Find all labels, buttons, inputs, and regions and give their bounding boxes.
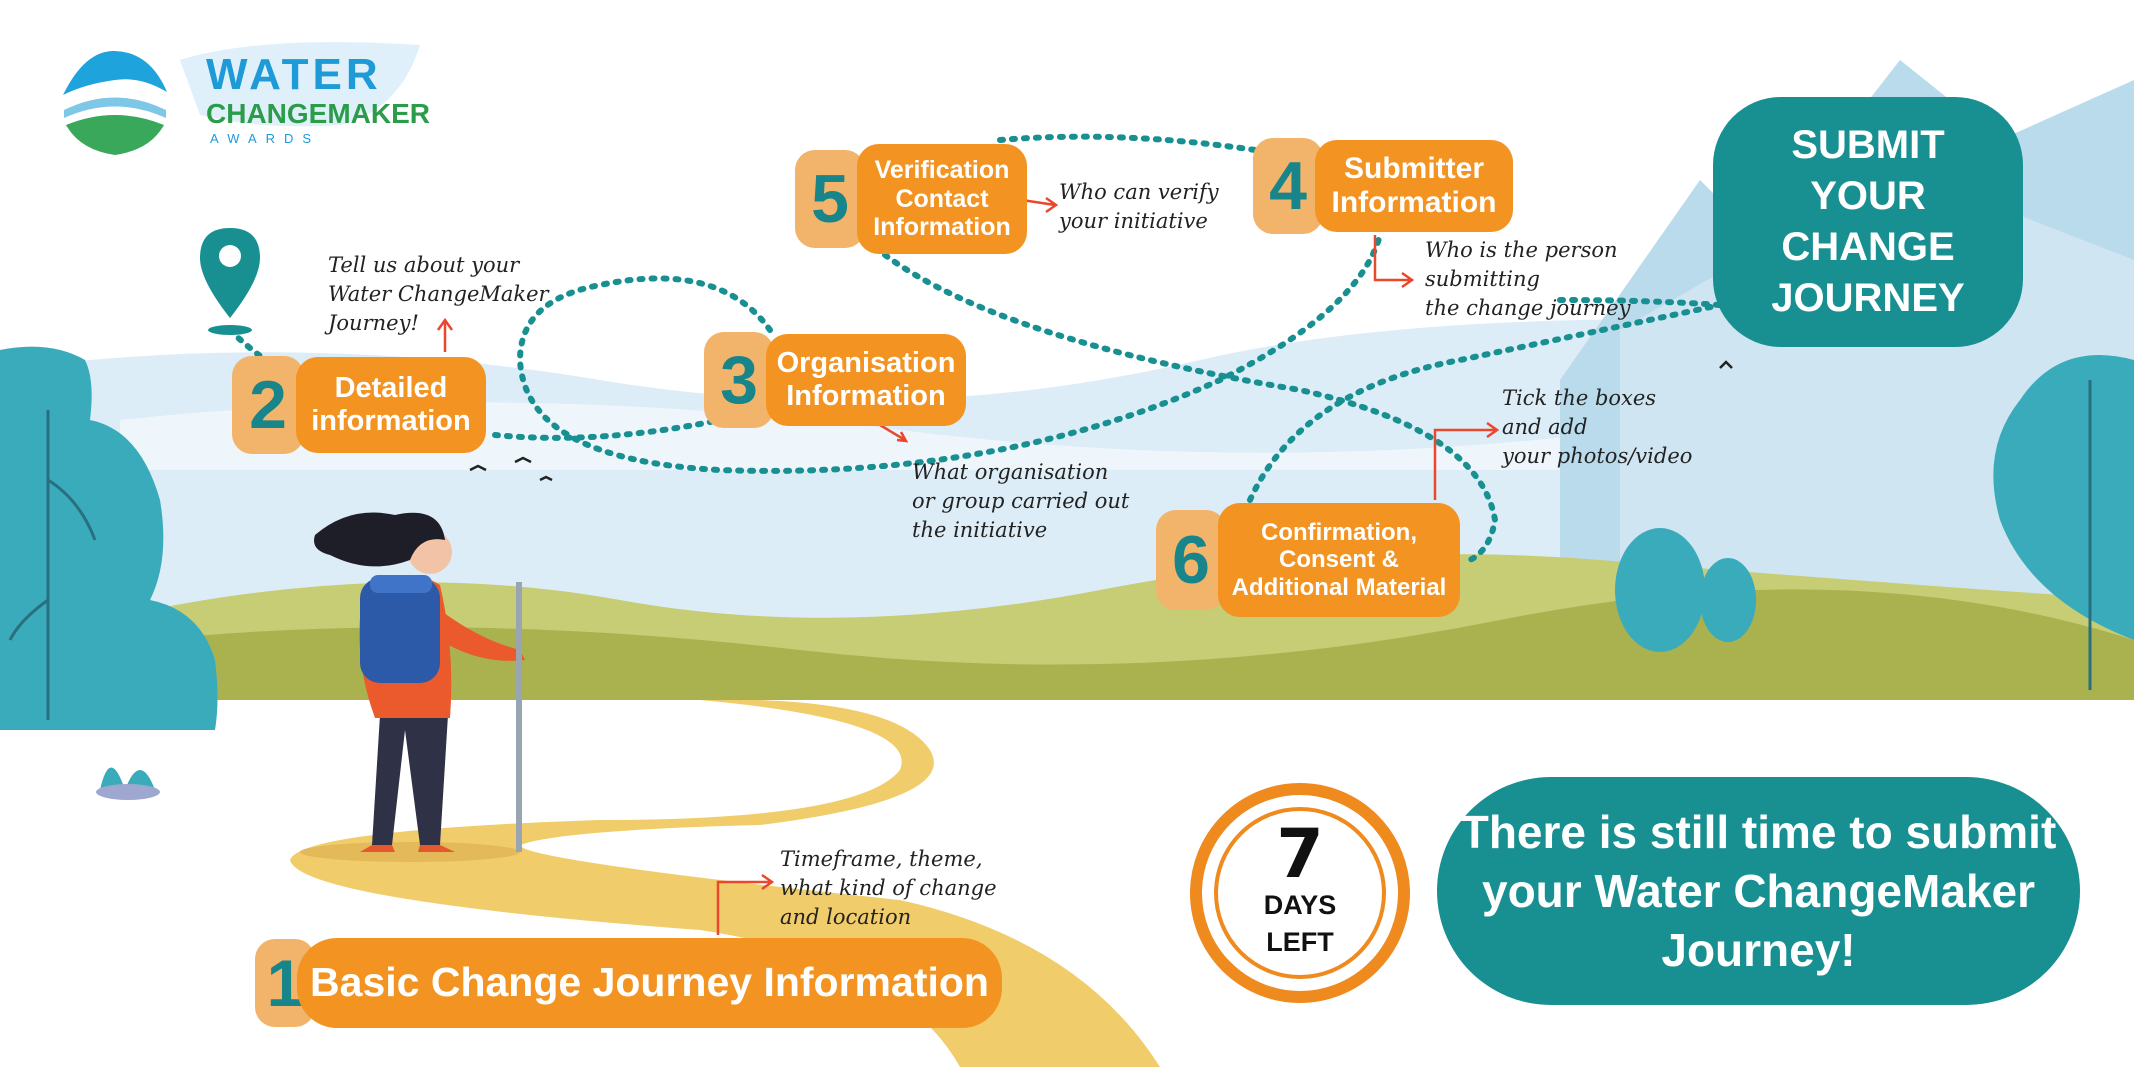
step-4: 4 Submitter Information bbox=[1253, 138, 1513, 234]
step-3: 3 Organisation Information bbox=[704, 332, 966, 428]
location-pin-icon bbox=[200, 228, 260, 335]
small-plant bbox=[100, 767, 155, 790]
countdown-unit-line2: LEFT bbox=[1266, 927, 1334, 957]
step-6: 6 Confirmation, Consent & Additional Mat… bbox=[1156, 503, 1460, 617]
note-step-6: Tick the boxes and add your photos/video bbox=[1502, 386, 1693, 468]
plant-base bbox=[96, 784, 160, 800]
step-1: 1 Basic Change Journey Information bbox=[255, 938, 1002, 1028]
note-step-2: Tell us about your Water ChangeMaker Jou… bbox=[328, 253, 549, 335]
step-1-label: Basic Change Journey Information bbox=[297, 938, 1002, 1028]
tree-left-trunk bbox=[8, 410, 97, 720]
tree-left-big bbox=[0, 346, 218, 730]
step-4-label: Submitter Information bbox=[1315, 140, 1513, 232]
tree-right-1 bbox=[1615, 528, 1705, 652]
step-5-label: Verification Contact Information bbox=[857, 144, 1027, 254]
tree-right-big bbox=[1993, 355, 2134, 640]
countdown-stamp-ring bbox=[1190, 783, 1410, 1003]
logo-emblem bbox=[63, 42, 420, 155]
step-3-number: 3 bbox=[704, 332, 774, 428]
note-step-3: What organisation or group carried out t… bbox=[912, 460, 1130, 542]
step-2: 2 Detailed information bbox=[232, 356, 486, 454]
hiker-figure bbox=[300, 512, 525, 862]
tree-right-2 bbox=[1700, 558, 1756, 642]
logo-awards: AWARDS bbox=[210, 131, 321, 146]
step-5: 5 Verification Contact Information bbox=[795, 144, 1027, 254]
dotted-route bbox=[227, 133, 1723, 563]
birds bbox=[469, 360, 1733, 482]
note-step-1: Timeframe, theme, what kind of change an… bbox=[780, 847, 997, 929]
step-2-number: 2 bbox=[232, 356, 304, 454]
logo-title: WATER bbox=[206, 50, 382, 99]
reminder-banner: There is still time to submit your Water… bbox=[1437, 777, 2080, 1005]
cloud-band bbox=[120, 402, 1700, 470]
step-6-label: Confirmation, Consent & Additional Mater… bbox=[1218, 503, 1460, 617]
step-2-label: Detailed information bbox=[296, 357, 486, 453]
countdown-unit-line1: DAYS bbox=[1263, 890, 1337, 920]
note-step-4: Who is the person submitting the change … bbox=[1425, 238, 1631, 320]
countdown-number: 7 bbox=[1276, 815, 1324, 894]
step-6-number: 6 bbox=[1156, 510, 1226, 610]
step-3-label: Organisation Information bbox=[766, 334, 966, 426]
step-4-number: 4 bbox=[1253, 138, 1323, 234]
annotation-arrows bbox=[436, 196, 1500, 935]
submit-journey-badge: SUBMIT YOUR CHANGE JOURNEY bbox=[1713, 97, 2023, 347]
logo-subtitle: CHANGEMAKER bbox=[206, 98, 430, 129]
step-5-number: 5 bbox=[795, 150, 865, 248]
note-step-5: Who can verify your initiative bbox=[1059, 180, 1219, 233]
